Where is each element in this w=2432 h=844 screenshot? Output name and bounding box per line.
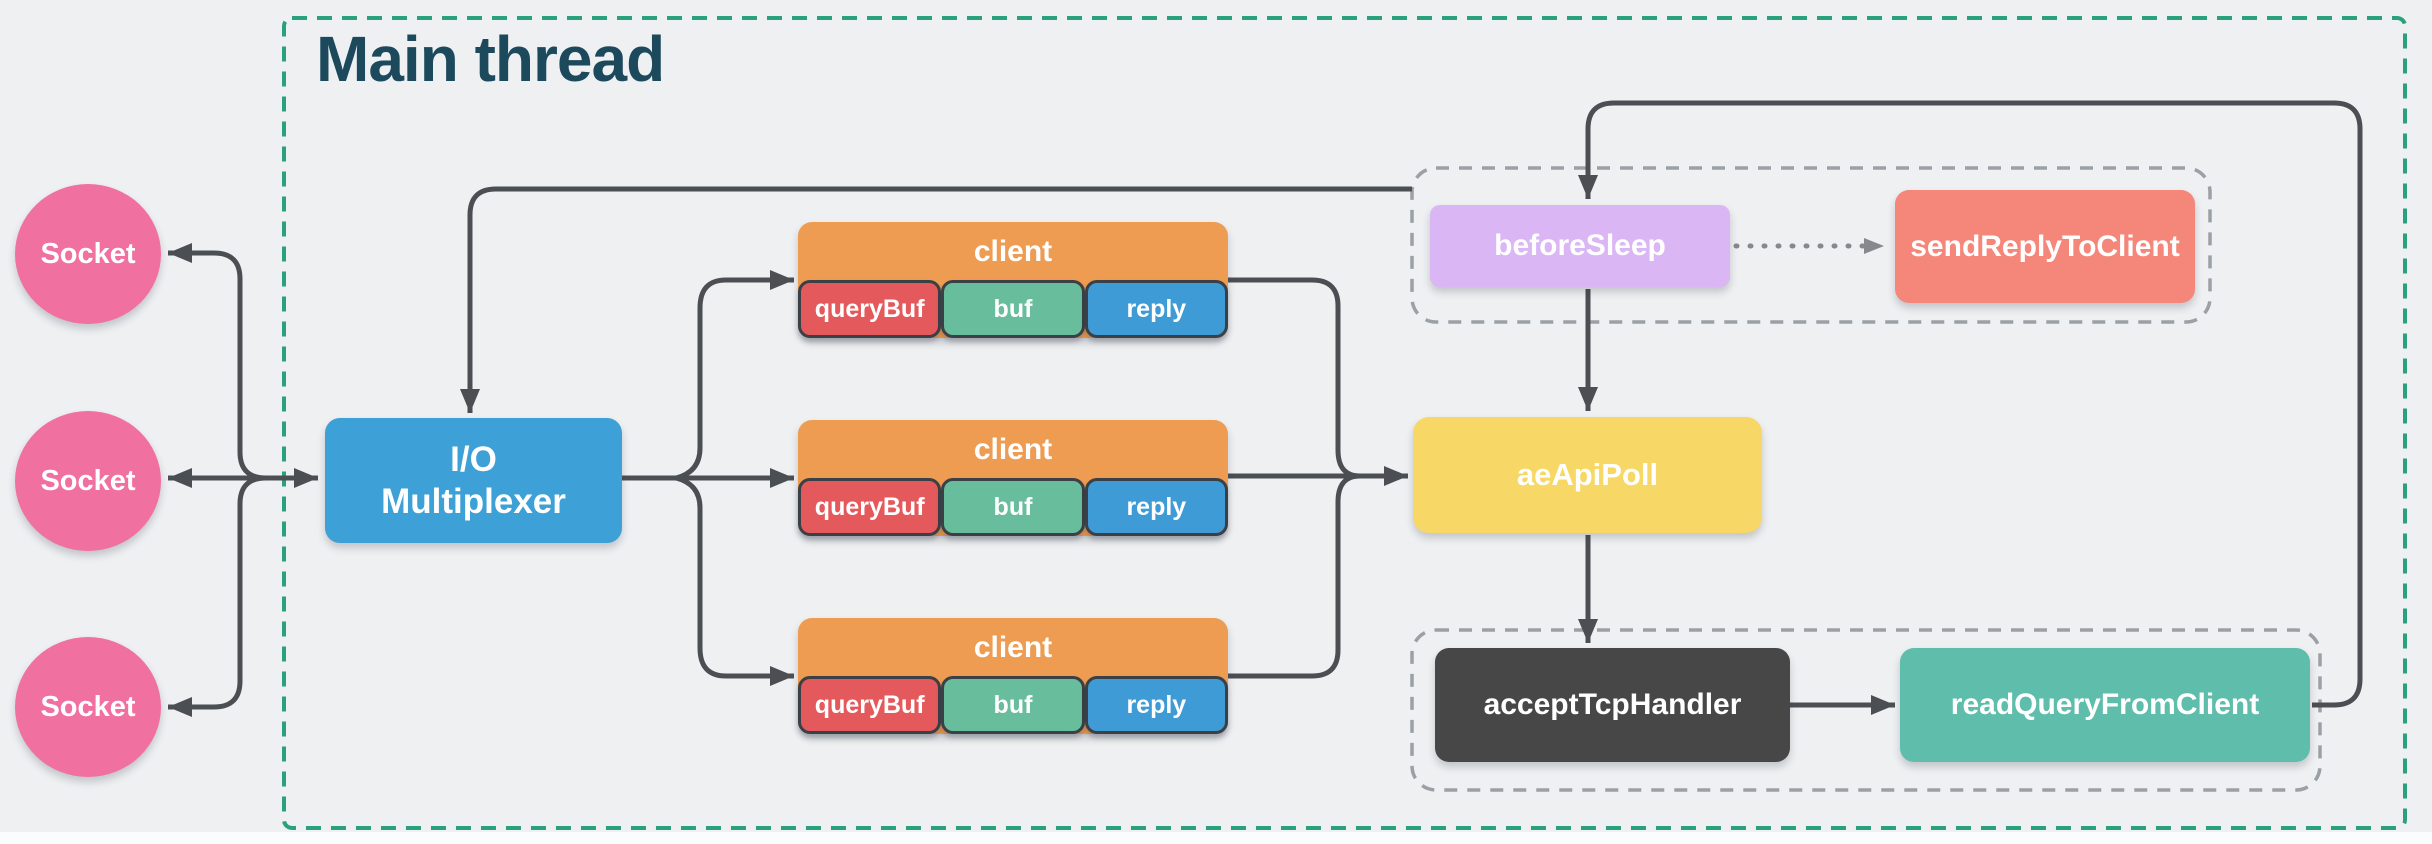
field-querybuf: queryBuf	[798, 676, 942, 734]
read-query-node: readQueryFromClient	[1900, 648, 2310, 762]
send-reply-label: sendReplyToClient	[1910, 229, 2180, 263]
socket-label: Socket	[40, 464, 136, 497]
field-reply: reply	[1084, 478, 1228, 536]
arrow-mux-to-client3	[675, 475, 794, 686]
arrow-mux-to-client1	[675, 270, 794, 481]
field-querybuf: queryBuf	[798, 280, 942, 338]
line-client1-merge	[1227, 277, 1361, 479]
main-thread-group-border	[282, 16, 2407, 830]
arrow-socket-top	[168, 243, 267, 481]
socket-node-2: Socket	[15, 411, 161, 551]
accept-tcp-label: acceptTcpHandler	[1483, 688, 1742, 721]
client-node-1: client queryBuf buf reply	[798, 222, 1228, 338]
before-sleep-node: beforeSleep	[1430, 205, 1730, 287]
socket-node-3: Socket	[15, 637, 161, 777]
arrow-socket-bottom	[168, 475, 267, 717]
read-query-label: readQueryFromClient	[1950, 688, 2260, 721]
client-fields-row: queryBuf buf reply	[798, 478, 1228, 536]
client-node-3: client queryBuf buf reply	[798, 618, 1228, 734]
client-title: client	[973, 235, 1053, 268]
handler-group-border	[1410, 628, 2322, 792]
io-multiplexer-line2: Multiplexer	[381, 481, 566, 521]
before-sleep-label: beforeSleep	[1494, 229, 1666, 262]
client-fields-row: queryBuf buf reply	[798, 676, 1228, 734]
socket-label: Socket	[40, 690, 136, 723]
socket-label: Socket	[40, 237, 136, 270]
io-multiplexer-line1: I/O	[450, 440, 497, 480]
arrow-readquery-loop-to-beforesleep	[1578, 100, 2363, 708]
field-querybuf: queryBuf	[798, 478, 942, 536]
field-buf: buf	[941, 676, 1085, 734]
ae-api-poll-label: aeApiPoll	[1516, 457, 1659, 492]
line-client3-merge	[1227, 473, 1361, 679]
send-reply-node: sendReplyToClient	[1895, 190, 2195, 303]
accept-tcp-node: acceptTcpHandler	[1435, 648, 1790, 762]
client-title: client	[973, 433, 1053, 466]
field-buf: buf	[941, 478, 1085, 536]
field-buf: buf	[941, 280, 1085, 338]
ae-api-poll-node: aeApiPoll	[1413, 417, 1762, 533]
bottom-strip	[0, 832, 2432, 844]
io-multiplexer-node: I/O Multiplexer	[325, 418, 622, 543]
field-reply: reply	[1084, 676, 1228, 734]
socket-node-1: Socket	[15, 184, 161, 324]
client-title: client	[973, 631, 1053, 664]
client-fields-row: queryBuf buf reply	[798, 280, 1228, 338]
before-sleep-group-border	[1410, 166, 2212, 324]
arrow-group-to-multiplexer	[460, 186, 1412, 413]
main-thread-title: Main thread	[316, 23, 665, 95]
client-node-2: client queryBuf buf reply	[798, 420, 1228, 536]
field-reply: reply	[1084, 280, 1228, 338]
